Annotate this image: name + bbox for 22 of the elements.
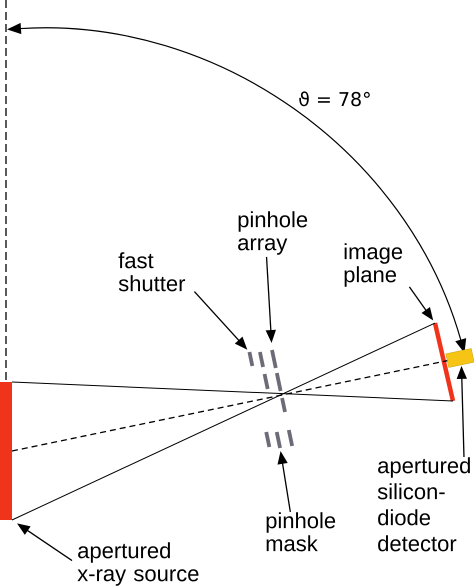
detector-block [446, 348, 474, 368]
part-label: apertured silicon-diode detector [378, 457, 470, 552]
part-label: image plane [344, 243, 402, 287]
angle-label: ϑ = 78° [299, 91, 370, 106]
ray-line [12, 322, 436, 520]
mask-segment [274, 432, 282, 448]
shutter-segment [264, 432, 272, 448]
source-bar [0, 382, 12, 520]
part-label: apertured x-ray source [77, 542, 198, 586]
center-ray-line [12, 360, 448, 452]
shutter-segment [248, 352, 254, 366]
part-label: pinhole mask [266, 512, 336, 552]
mask-segment [262, 374, 270, 390]
mask-segment [258, 352, 265, 368]
array-segment [270, 350, 278, 368]
part-label: fast shutter [118, 252, 186, 292]
array-segment [280, 398, 287, 412]
array-segment [286, 430, 294, 446]
part-label: pinhole array [238, 211, 308, 255]
ray-line [12, 382, 454, 402]
array-segment [274, 372, 282, 392]
image-plane-bar [432, 322, 456, 402]
